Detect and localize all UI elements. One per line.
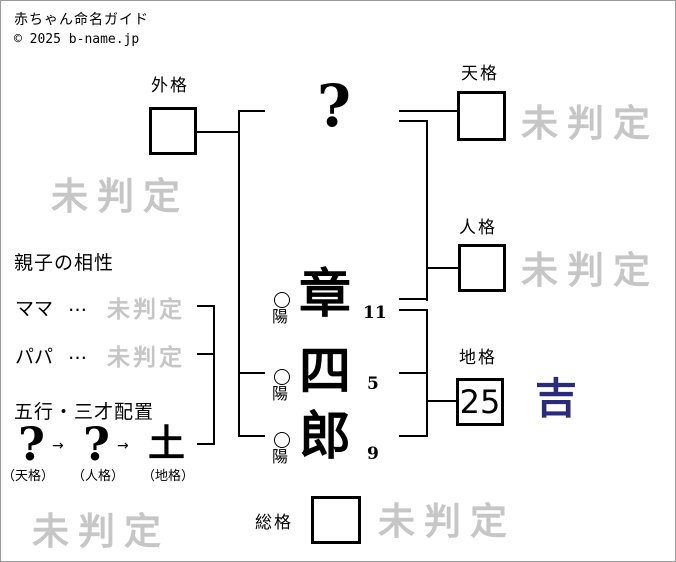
arrow-right-icon: → [52,438,64,454]
tenkaku-box [457,91,506,141]
connector-line-main-vertical [238,110,240,437]
connector-line-papa [197,353,215,355]
chikaku-box: 25 [456,378,504,426]
stroke-count-1: 11 [363,303,387,323]
jinkaku-box [458,244,506,292]
gogyou-symbol-chikaku: 土 [148,421,185,465]
chikaku-label: 地格 [459,348,497,368]
connector-line-jinkaku-box [426,267,458,269]
gogyou-heading: 五行・三才配置 [14,401,155,423]
jinkaku-pending-watermark: 未判定 [521,248,659,292]
name-char-1: 章 [298,264,351,325]
gogyou-symbol-tenkaku: ? [18,417,45,471]
connector-line-tenkaku [399,110,457,112]
arrow-right-icon: → [117,438,129,454]
connector-line-parent-vertical [213,305,215,445]
connector-line-mama [197,305,215,307]
yinyang-label-1: 陽 [272,307,289,326]
connector-line-char3-left [238,435,265,437]
soukaku-label: 総格 [255,513,293,533]
gogyou-symbol-jinkaku: ? [83,417,110,471]
gogyou-label-jinkaku: （人格） [72,469,125,484]
stroke-count-2: 5 [367,374,379,394]
connector-line-char2-right [399,372,428,374]
stroke-count-3: 9 [367,444,379,464]
jinkaku-label: 人格 [459,218,497,238]
chikaku-value: 25 [459,383,501,421]
soukaku-box [311,496,361,544]
tenkaku-pending-watermark: 未判定 [521,101,659,145]
mama-pending-watermark: 未判定 [107,296,185,323]
name-char-3: 郎 [298,406,351,467]
papa-pending-watermark: 未判定 [107,344,185,371]
copyright-text: © 2025 b-name.jp [14,32,140,47]
connector-line-gogyou [197,443,215,445]
mama-dots: … [68,294,87,316]
connector-line-char1-lower [399,309,428,311]
surname-placeholder: ? [317,72,351,140]
gaikaku-box [149,107,197,155]
connector-line-char2-left [238,372,265,374]
soukaku-pending-watermark: 未判定 [378,499,516,543]
gogyou-label-chikaku: （地格） [142,469,195,484]
tenkaku-label: 天格 [461,64,499,84]
compatibility-heading: 親子の相性 [14,252,115,274]
connector-line-char3-right [399,435,428,437]
yang-circle-icon [274,292,290,308]
yinyang-label-2: 陽 [272,384,289,403]
chikaku-result: 吉 [535,374,578,423]
connector-line-gaikaku [197,131,238,133]
gaikaku-pending-watermark: 未判定 [51,174,189,218]
yang-circle-icon [274,432,290,448]
mama-label: ママ [15,298,54,320]
yinyang-label-3: 陽 [272,447,289,466]
connector-line-jinkaku-vertical [426,120,428,301]
yang-circle-icon [274,369,290,385]
page-title: 赤ちゃん命名ガイド [14,12,149,28]
connector-line-surname-left [238,110,265,112]
name-char-2: 四 [298,341,351,402]
gogyou-pending-watermark: 未判定 [32,509,170,553]
connector-line-surname-right [399,120,428,122]
connector-line-char1-upper [399,298,428,300]
gaikaku-label: 外格 [151,76,189,96]
papa-dots: … [68,342,87,364]
gogyou-label-tenkaku: （天格） [2,469,55,484]
papa-label: パパ [15,346,54,368]
connector-line-chikaku-box [426,400,456,402]
